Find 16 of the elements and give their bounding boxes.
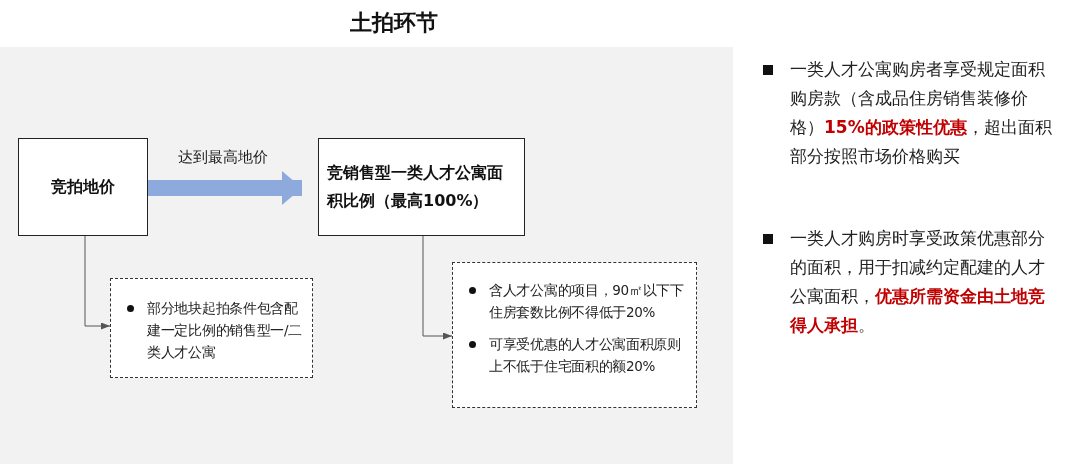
note-box bbox=[110, 278, 313, 378]
edge-label: 达到最高地价 bbox=[178, 148, 268, 167]
bullet-text: 一类人才购房时享受政策优惠部分的面积，用于扣减约定配建的人才公寓面积，优惠所需资金由土地竞得人承担。 bbox=[790, 227, 1046, 337]
bullet-text: 可享受优惠的人才公寓面积原则上不低于住宅面积的额20% bbox=[489, 335, 682, 376]
note-box bbox=[452, 262, 697, 408]
arrow bbox=[84, 235, 111, 330]
bullet-text: 部分地块起拍条件包含配建一定比例的销售型一/二类人才公寓 bbox=[147, 299, 302, 362]
box-text: 竞拍地价 bbox=[50, 176, 116, 198]
box-text: 竞销售型一类人才公寓面积比例（最高100%） bbox=[325, 162, 504, 212]
block-arrow bbox=[148, 171, 302, 205]
process-box bbox=[318, 138, 525, 236]
bullet-text: 含人才公寓的项目，90㎡以下下住房套数比例不得低于20% bbox=[489, 281, 685, 322]
title: 土拍环节 bbox=[350, 9, 438, 37]
bullet-text: 一类人才公寓购房者享受规定面积购房款（含成品住房销售装修价格）15%的政策性优惠，超出面积部分按照市场价格购买 bbox=[790, 58, 1053, 168]
arrow bbox=[422, 235, 453, 340]
process-box bbox=[18, 138, 148, 236]
